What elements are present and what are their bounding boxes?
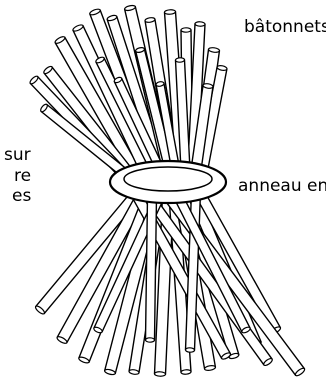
stick-tip [185,348,194,353]
stick-tip [175,58,184,63]
stick-tip [195,22,205,27]
ring-label: anneau en bois [238,176,326,196]
wooden-ring [110,161,226,203]
stick-tip [164,9,175,14]
cut-text-line-3: es [12,186,31,206]
stick-tip [181,28,191,33]
cut-text-line-1: sur [4,145,31,165]
sticks-label: bâtonnets [244,17,326,37]
stick-tip [154,372,165,377]
stick-tip [145,338,154,343]
stick-tip [181,369,191,374]
stick [146,196,157,340]
cut-text-line-2: re [14,166,31,186]
